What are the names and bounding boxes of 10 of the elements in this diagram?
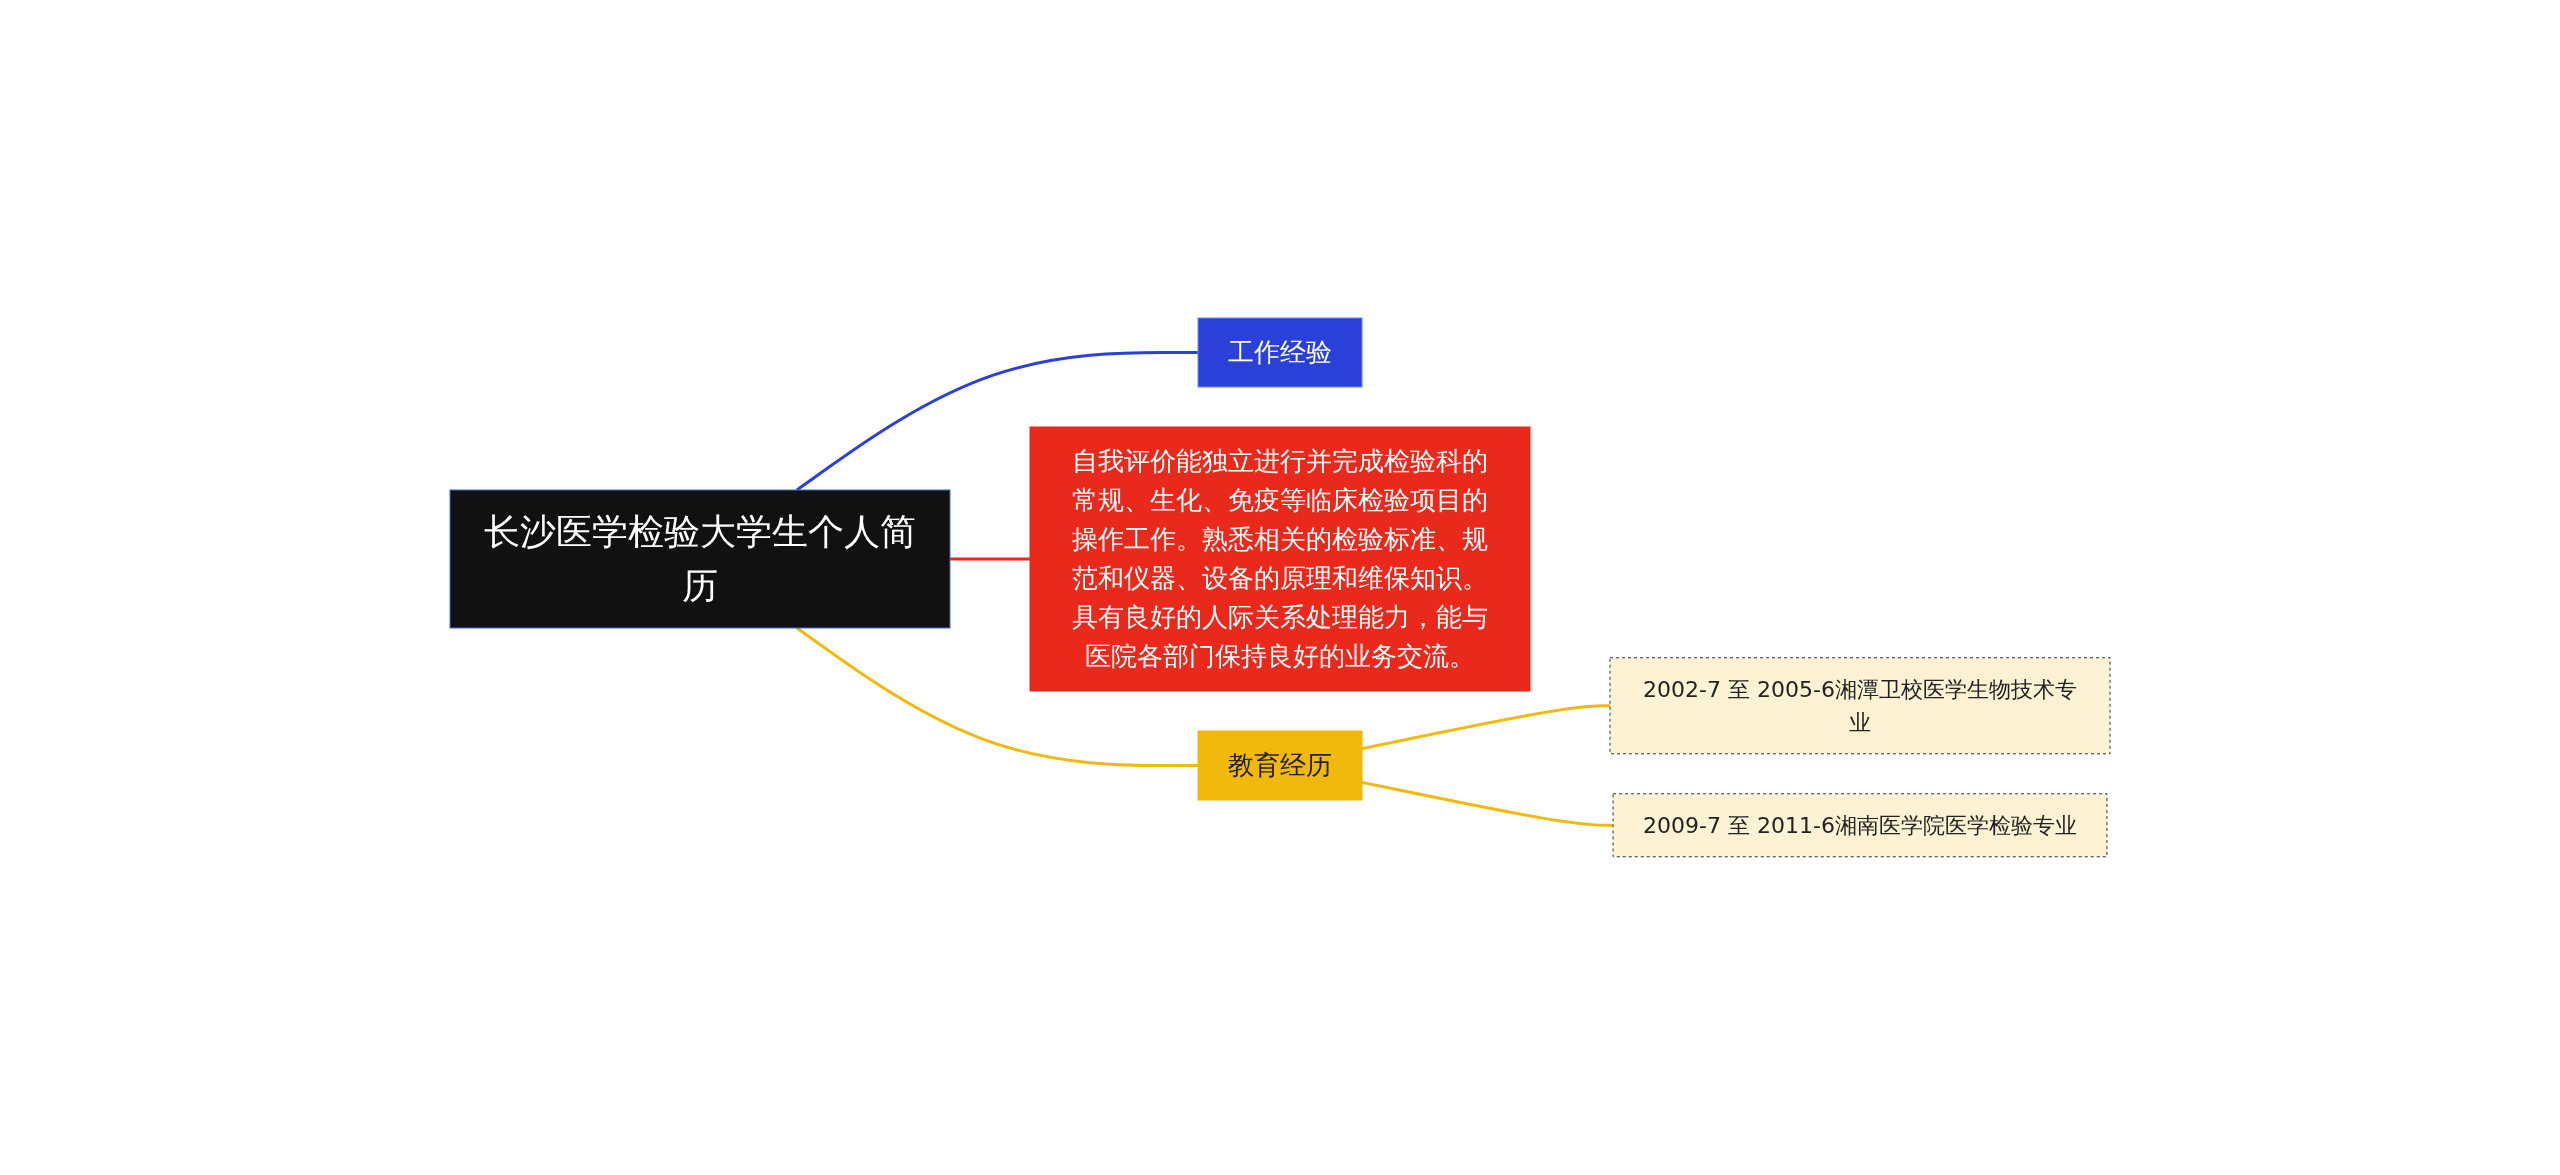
node-box: 工作经验: [1197, 317, 1363, 388]
node-box: 长沙医学检验大学生个人简历: [449, 489, 951, 629]
node-box: 自我评价能独立进行并完成检验科的常规、生化、免疫等临床检验项目的操作工作。熟悉相关的检验标准、规范和仪器、设备的原理和维保知识。具有良好的人际关系处理能力，能与医院各部门保持良好的业务交流。: [1029, 426, 1531, 692]
node-box: 2002-7 至 2005-6湘潭卫校医学生物技术专业: [1609, 657, 2111, 755]
connector: [796, 351, 1198, 492]
connector: [950, 557, 1030, 561]
node-box: 2009-7 至 2011-6湘南医学院医学检验专业: [1612, 793, 2108, 858]
node-box: 教育经历: [1197, 730, 1363, 801]
connector: [1361, 781, 1614, 827]
connector: [1361, 704, 1610, 751]
